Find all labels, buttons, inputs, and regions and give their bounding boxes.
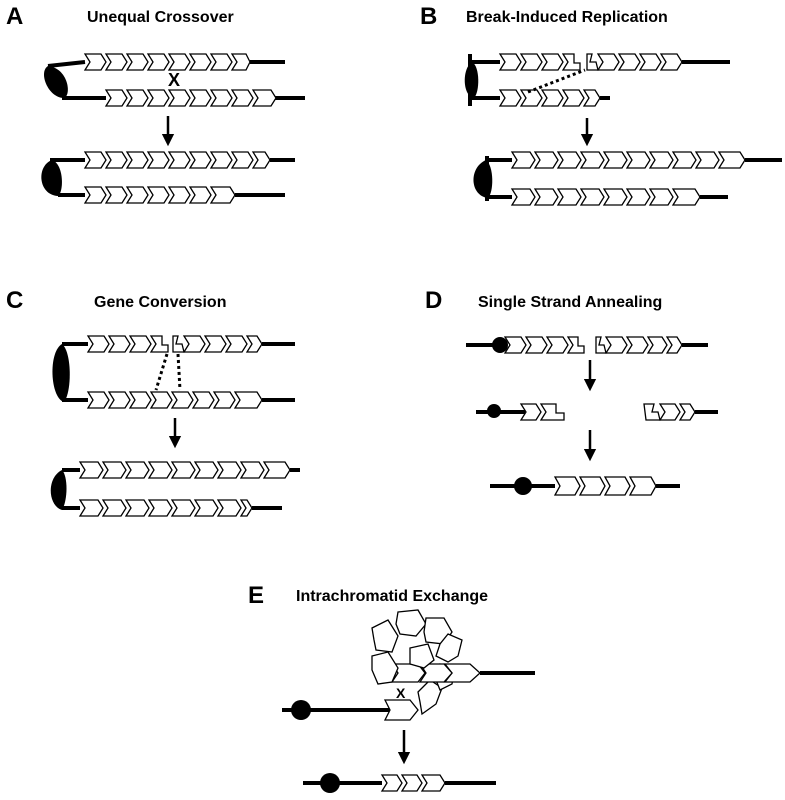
repeat-array — [510, 151, 746, 169]
panel-e-before: X — [282, 609, 535, 721]
centromere — [473, 160, 493, 198]
repeat-array — [104, 89, 277, 107]
panel-d: D Single Strand Annealing — [425, 287, 718, 496]
panel-b: B Break-Induced Replication — [420, 3, 782, 206]
centromere — [43, 66, 68, 98]
repeat-unit — [658, 403, 681, 421]
panel-b-title: Break-Induced Replication — [466, 9, 668, 26]
panel-c-before — [52, 335, 295, 409]
centromere — [50, 470, 67, 510]
repeat-array — [78, 499, 253, 517]
repeat-unit — [643, 403, 661, 421]
centromere — [487, 404, 501, 418]
strand-invasion-dotted-line — [154, 353, 169, 391]
repeat-array — [503, 336, 683, 354]
panel-b-after — [473, 151, 782, 206]
panel-d-before — [466, 336, 708, 354]
panel-a-letter: A — [6, 3, 23, 30]
panel-e-title: Intrachromatid Exchange — [296, 588, 488, 605]
panel-e: E Intrachromatid Exchange X — [248, 582, 535, 793]
panel-d-after — [490, 476, 680, 496]
crossover-x-mark: X — [168, 70, 180, 90]
panel-c-after — [50, 461, 300, 517]
centromere — [492, 337, 508, 353]
centromere — [320, 773, 340, 793]
centromere — [514, 477, 532, 495]
centromere — [52, 344, 70, 402]
repeat-array — [380, 774, 446, 792]
panel-a-after — [41, 151, 295, 204]
repeat-array — [553, 476, 657, 496]
repeat-unit — [678, 403, 696, 421]
dna-strand — [47, 60, 86, 68]
centromere — [464, 62, 479, 98]
panel-e-after — [303, 773, 496, 793]
repeat-array — [498, 89, 601, 107]
panel-a-before: X — [43, 53, 305, 107]
panel-c-letter: C — [6, 287, 23, 314]
panel-c: C Gene Conversion — [6, 287, 300, 517]
repeat-array — [78, 461, 291, 479]
centromere — [41, 160, 62, 196]
panel-c-title: Gene Conversion — [94, 294, 226, 311]
strand-invasion-dotted-line — [176, 353, 182, 391]
panel-d-resected — [476, 403, 718, 421]
panel-d-title: Single Strand Annealing — [478, 294, 662, 311]
repeat-array — [83, 53, 251, 71]
repeat-array — [83, 186, 236, 204]
repeat-array — [86, 391, 263, 409]
repeat-array — [83, 151, 271, 169]
repeat-array — [510, 188, 701, 206]
panel-a-title: Unequal Crossover — [87, 9, 234, 26]
repeat-array — [498, 53, 683, 71]
repeat-unit — [519, 403, 542, 421]
repeat-loop — [371, 609, 481, 721]
panel-b-letter: B — [420, 3, 437, 30]
panel-e-letter: E — [248, 582, 264, 609]
crossover-x-mark: X — [396, 685, 406, 701]
centromere — [291, 700, 311, 720]
repeat-array — [86, 335, 263, 353]
panel-a: A Unequal Crossover — [6, 3, 305, 204]
repeat-unit — [539, 403, 565, 421]
strand-invasion-dotted-line — [527, 68, 586, 94]
panel-b-before — [464, 53, 730, 107]
panel-d-letter: D — [425, 287, 442, 314]
